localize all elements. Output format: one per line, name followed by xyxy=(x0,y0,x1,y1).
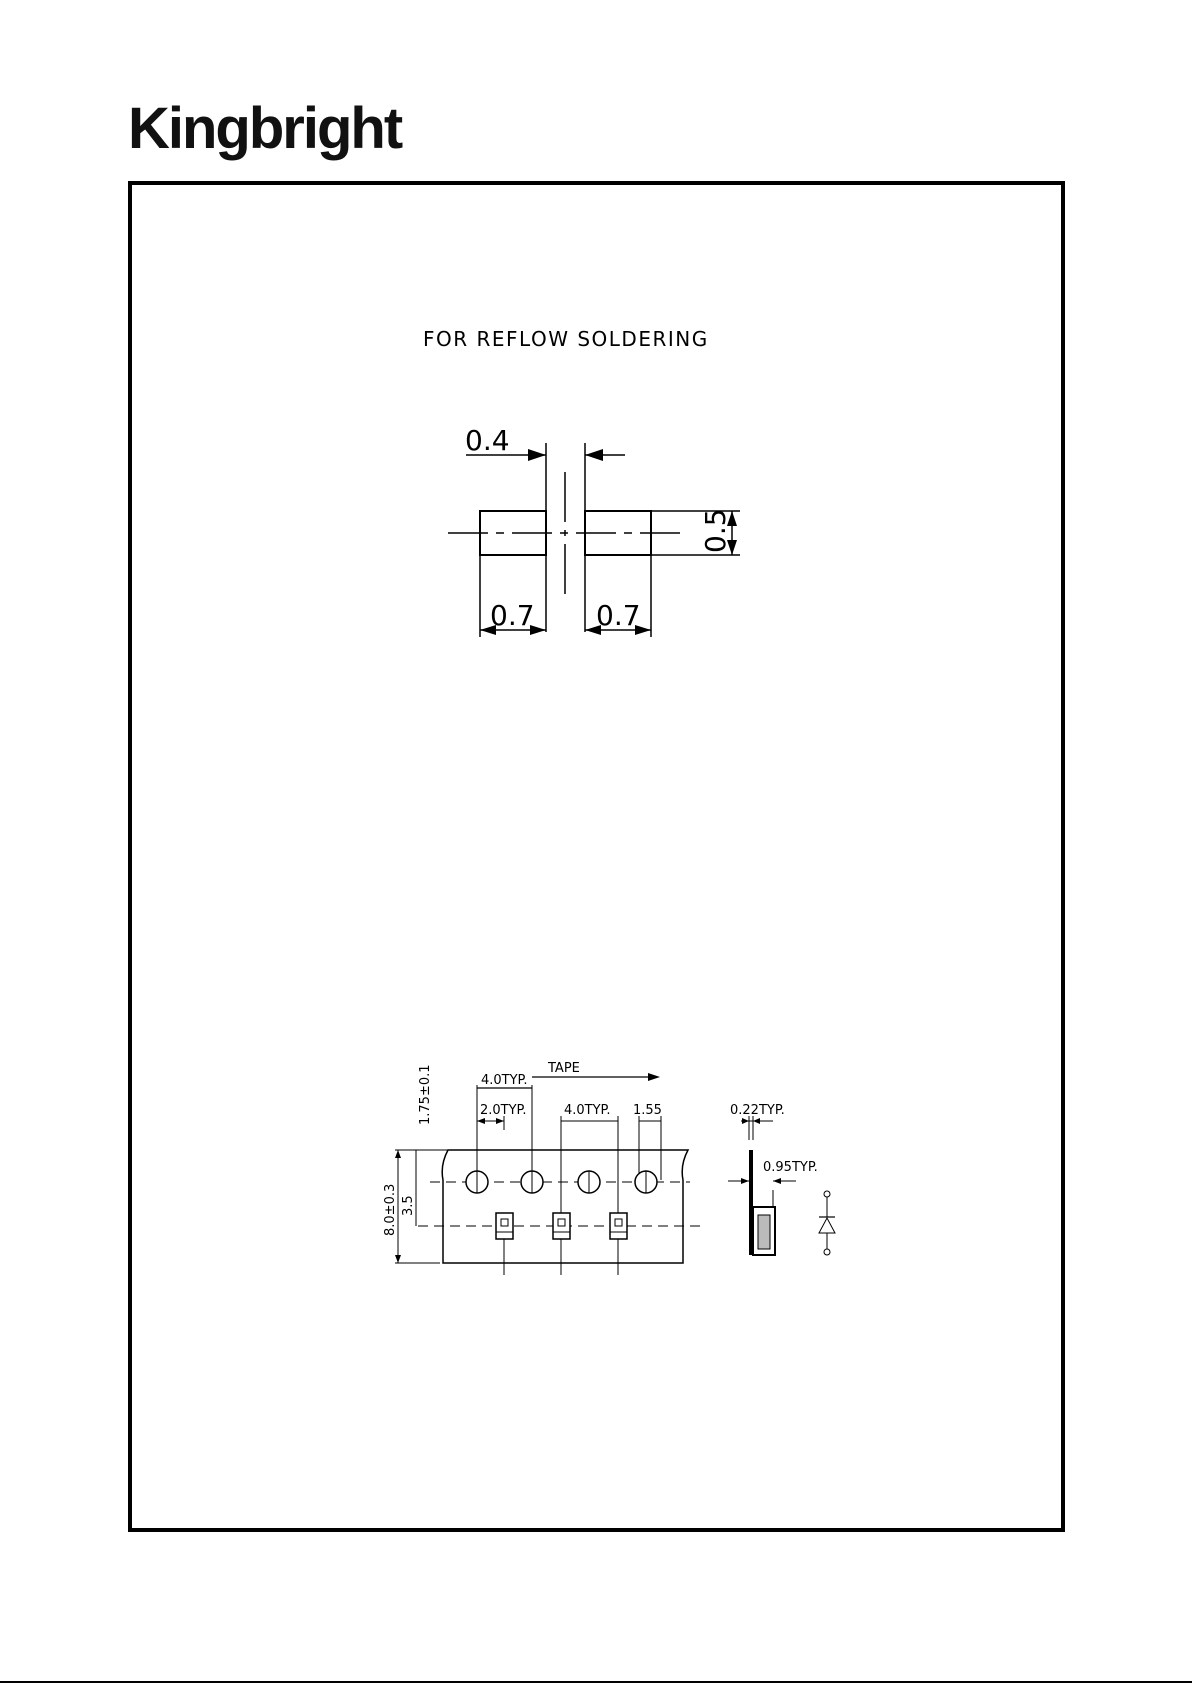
dim-depth: 0.95TYP. xyxy=(763,1160,818,1175)
tape-body xyxy=(442,1150,688,1263)
diode-symbol-icon xyxy=(819,1191,835,1255)
dim-thickness: 0.22TYP. xyxy=(730,1103,785,1118)
dim-hole-offset: 2.0TYP. xyxy=(480,1103,527,1118)
dim-hole-dia: 1.55 xyxy=(633,1103,662,1118)
component-pocket xyxy=(553,1213,570,1239)
component-pocket xyxy=(496,1213,513,1239)
component-pocket xyxy=(610,1213,627,1239)
dim-pocket-pitch: 4.0TYP. xyxy=(564,1103,611,1118)
dim-center: 3.5 xyxy=(401,1195,416,1216)
dim-width: 8.0±0.3 xyxy=(383,1184,398,1236)
label-tape: TAPE xyxy=(547,1061,580,1076)
bottom-rule xyxy=(0,1681,1192,1683)
dim-edge: 1.75±0.1 xyxy=(418,1064,433,1125)
dim-pitch-top: 4.0TYP. xyxy=(481,1073,528,1088)
